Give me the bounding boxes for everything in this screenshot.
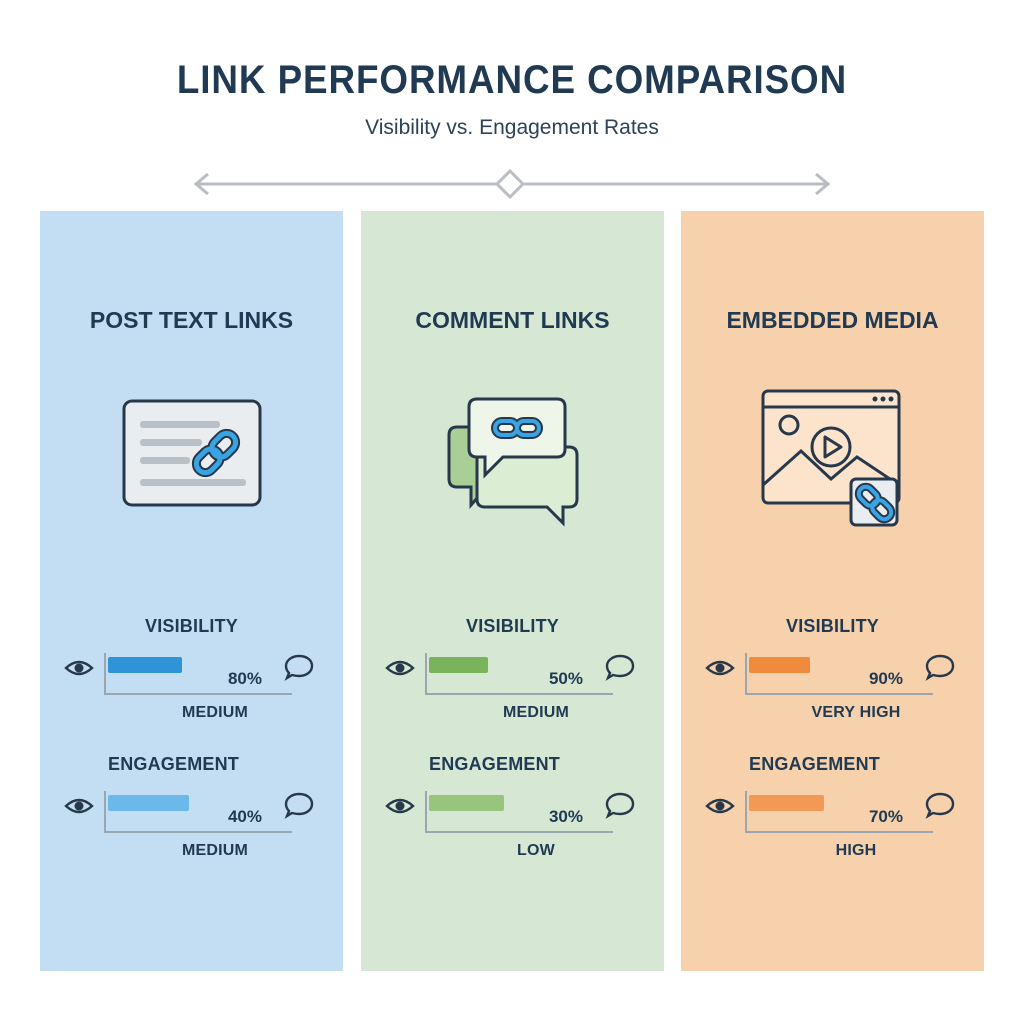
- level-label: MEDIUM: [181, 704, 249, 721]
- percent-value: 90%: [868, 669, 903, 688]
- eye-icon: [385, 798, 415, 814]
- panel-comment-links: COMMENT LINKS VISIBILITY 50% MEDIUM ENGA…: [361, 211, 664, 971]
- metric-visibility: VISIBILITY 90% VERY HIGH: [681, 611, 984, 731]
- comment-bubble-icon: [284, 654, 314, 681]
- level-label: VERY HIGH: [811, 704, 901, 721]
- bar-fill: [749, 795, 824, 811]
- bar-fill: [429, 657, 488, 673]
- level-label: LOW: [517, 842, 555, 859]
- metric-visibility: VISIBILITY 50% MEDIUM: [361, 611, 664, 731]
- bar-fill: [108, 795, 189, 811]
- metric-visibility: VISIBILITY 80% MEDIUM: [40, 611, 343, 731]
- panel-title: POST TEXT LINKS: [89, 307, 294, 333]
- metric-label: ENGAGEMENT: [107, 754, 239, 774]
- bar-track: [104, 653, 292, 695]
- panel-title: COMMENT LINKS: [415, 307, 610, 333]
- bar-track: [425, 791, 613, 833]
- bar-track: [425, 653, 613, 695]
- bar-track: [745, 791, 933, 833]
- percent-value: 50%: [548, 669, 583, 688]
- document-link-icon: [106, 381, 286, 541]
- media-link-icon: [747, 381, 927, 541]
- metric-label: VISIBILITY: [144, 616, 238, 636]
- metric-engagement: ENGAGEMENT 30% LOW: [361, 749, 664, 869]
- bar-fill: [108, 657, 182, 673]
- percent-value: 40%: [227, 807, 262, 826]
- metric-label: VISIBILITY: [465, 616, 559, 636]
- metric-label: ENGAGEMENT: [428, 754, 560, 774]
- percent-value: 80%: [227, 669, 262, 688]
- percent-value: 70%: [868, 807, 903, 826]
- metric-label: ENGAGEMENT: [748, 754, 880, 774]
- percent-value: 30%: [548, 807, 583, 826]
- level-label: MEDIUM: [181, 842, 249, 859]
- eye-icon: [705, 798, 735, 814]
- comment-bubble-icon: [605, 654, 635, 681]
- eye-icon: [64, 660, 94, 676]
- panel-title: EMBEDDED MEDIA: [726, 307, 939, 333]
- bar-fill: [749, 657, 810, 673]
- level-label: MEDIUM: [502, 704, 570, 721]
- bar-track: [745, 653, 933, 695]
- comment-bubble-icon: [284, 792, 314, 819]
- eye-icon: [64, 798, 94, 814]
- bar-track: [104, 791, 292, 833]
- comment-bubble-icon: [605, 792, 635, 819]
- panel-embedded-media: EMBEDDED MEDIA VISIBILITY 90% VER: [681, 211, 984, 971]
- page-title: LINK PERFORMANCE COMPARISON: [176, 58, 848, 102]
- level-label: HIGH: [835, 842, 877, 859]
- double-arrow-divider: [193, 168, 831, 200]
- eye-icon: [705, 660, 735, 676]
- bar-fill: [429, 795, 504, 811]
- metric-engagement: ENGAGEMENT 40% MEDIUM: [40, 749, 343, 869]
- chat-link-icon: [427, 381, 607, 541]
- page-subtitle: Visibility vs. Engagement Rates: [365, 116, 659, 139]
- eye-icon: [385, 660, 415, 676]
- comment-bubble-icon: [925, 654, 955, 681]
- metric-label: VISIBILITY: [785, 616, 879, 636]
- metric-engagement: ENGAGEMENT 70% HIGH: [681, 749, 984, 869]
- comment-bubble-icon: [925, 792, 955, 819]
- panel-post-text-links: POST TEXT LINKS VISIBILITY 80% MEDIUM EN…: [40, 211, 343, 971]
